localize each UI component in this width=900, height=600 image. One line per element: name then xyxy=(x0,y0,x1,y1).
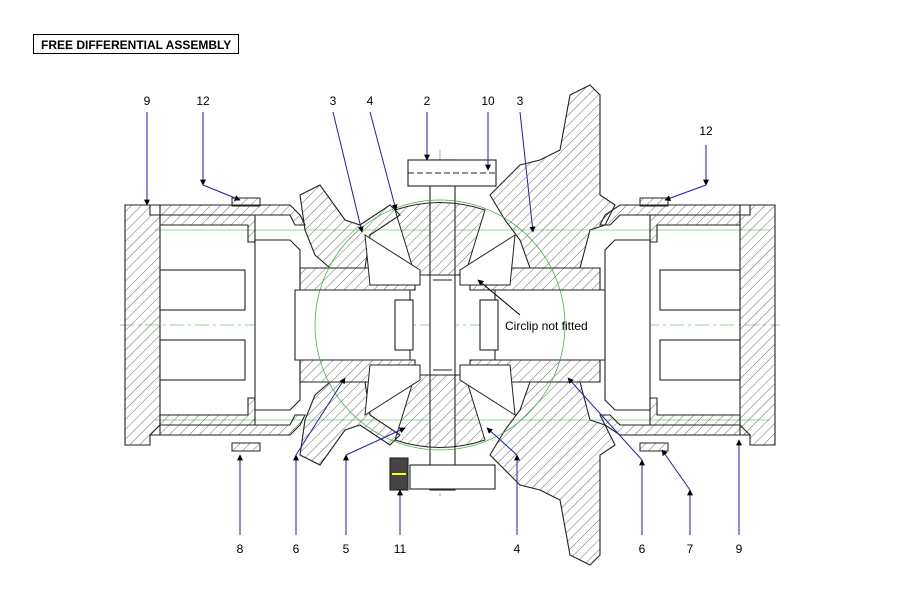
left-spigot xyxy=(254,239,414,411)
label-4-top: 4 xyxy=(367,94,374,108)
label-7-bottom: 7 xyxy=(687,542,694,556)
top-bolt xyxy=(407,159,497,187)
right-spigot xyxy=(479,239,651,411)
labels-bottom: 8 6 5 11 4 6 7 9 xyxy=(237,542,743,556)
right-flange xyxy=(599,204,776,446)
diagram-title: FREE DIFFERENTIAL ASSEMBLY xyxy=(33,34,240,54)
label-8-bottom: 8 xyxy=(237,542,244,556)
seals xyxy=(231,197,669,452)
label-6-bottom-left: 6 xyxy=(293,542,300,556)
label-9-top: 9 xyxy=(144,94,151,108)
label-6-bottom-right: 6 xyxy=(639,542,646,556)
label-3-top-left: 3 xyxy=(330,94,337,108)
label-3-top-right: 3 xyxy=(517,94,524,108)
labels-top: 9 12 3 4 2 10 3 12 xyxy=(144,94,713,138)
spider-gears xyxy=(314,199,566,451)
bottom-bolt xyxy=(389,457,496,491)
label-2-top: 2 xyxy=(424,94,431,108)
label-10-top: 10 xyxy=(481,94,495,108)
circlip-note: Circlip not fitted xyxy=(505,319,588,333)
label-9-bottom: 9 xyxy=(736,542,743,556)
left-flange xyxy=(124,204,306,446)
label-12-top-right: 12 xyxy=(699,124,713,138)
label-12-top-left: 12 xyxy=(196,94,210,108)
leader-lines xyxy=(144,111,742,535)
label-5-bottom: 5 xyxy=(343,542,350,556)
label-4-bottom: 4 xyxy=(514,542,521,556)
label-11-bottom: 11 xyxy=(394,542,407,556)
